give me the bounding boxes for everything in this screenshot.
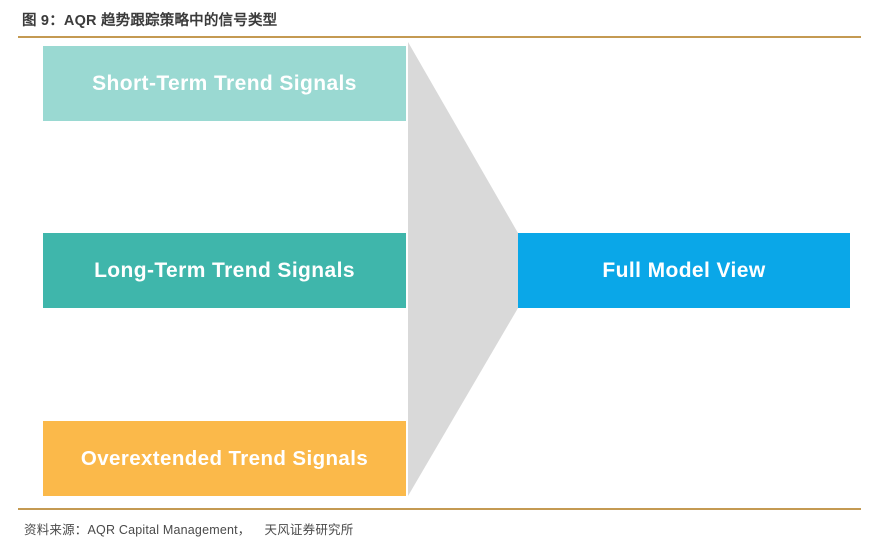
divider-top: [18, 36, 861, 38]
output-box-full-model-view[interactable]: Full Model View: [518, 233, 850, 308]
signal-box-overextended[interactable]: Overextended Trend Signals: [43, 421, 406, 496]
signal-box-short-term-label: Short-Term Trend Signals: [92, 71, 357, 95]
signal-box-long-term[interactable]: Long-Term Trend Signals: [43, 233, 406, 308]
signal-box-overextended-label: Overextended Trend Signals: [80, 446, 369, 470]
page-title: 图 9：AQR 趋势跟踪策略中的信号类型: [22, 13, 278, 29]
signal-box-short-term[interactable]: Short-Term Trend Signals: [43, 46, 406, 121]
source-note: 资料来源：AQR Capital Management， 天风证券研究所: [24, 519, 353, 538]
diagram-canvas: Short-Term Trend Signals Long-Term Trend…: [0, 38, 880, 504]
signal-box-long-term-label: Long-Term Trend Signals: [94, 258, 355, 282]
source-organization: 天风证券研究所: [264, 523, 354, 537]
output-box-full-model-view-label: Full Model View: [602, 258, 766, 282]
divider-bottom: [18, 508, 861, 510]
source-label: 资料来源：AQR Capital Management，: [24, 523, 251, 537]
